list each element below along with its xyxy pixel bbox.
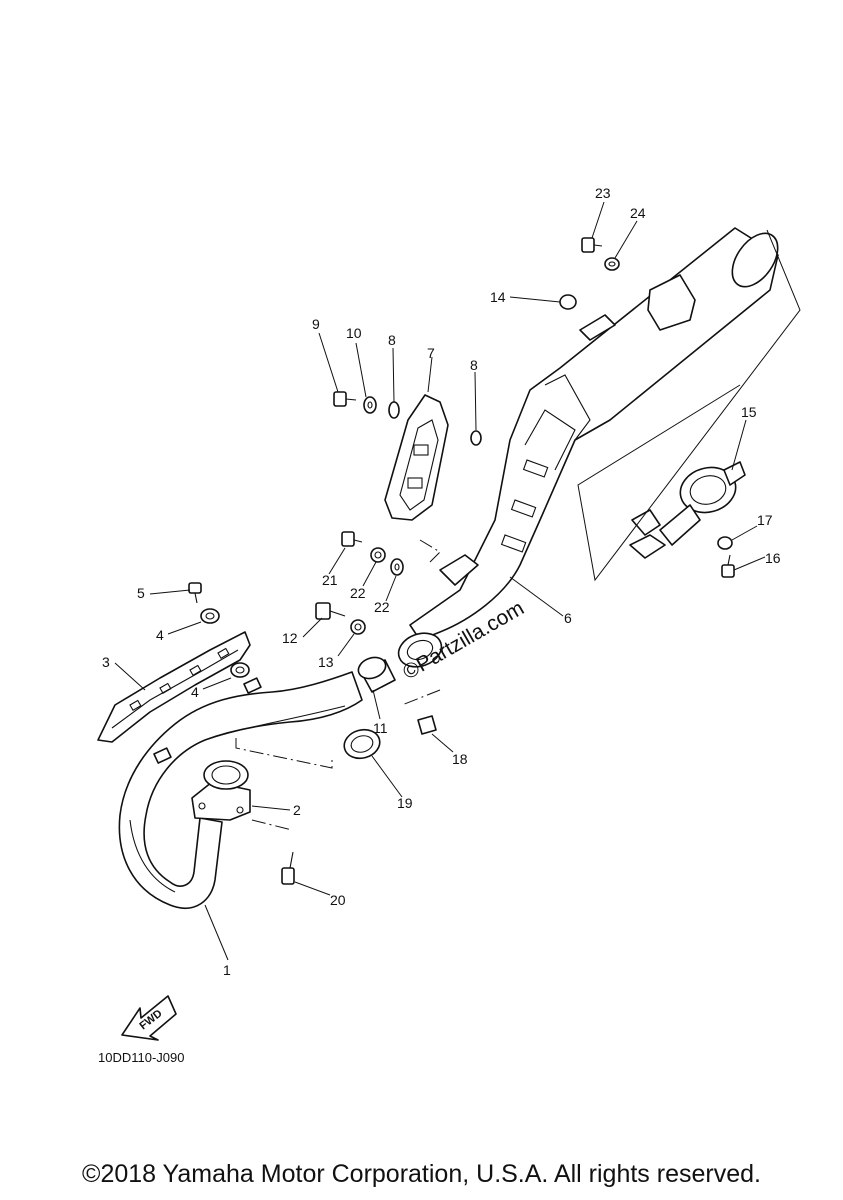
washer-part-13[interactable] [350, 619, 366, 635]
callout-6[interactable]: 6 [564, 610, 572, 626]
callout-22-right[interactable]: 22 [374, 599, 390, 615]
bolt-part-12[interactable] [315, 602, 346, 620]
washer-part-22-left[interactable] [370, 547, 386, 563]
callout-4-upper[interactable]: 4 [156, 627, 164, 643]
bolt-part-21[interactable] [341, 531, 363, 547]
exhaust-pipe-part-1[interactable] [118, 671, 363, 909]
callout-14[interactable]: 14 [490, 289, 506, 305]
callout-19[interactable]: 19 [397, 795, 413, 811]
diagram-code: 10DD110-J090 [98, 1050, 184, 1065]
collar-part-4-upper[interactable] [200, 608, 220, 624]
washer-part-22-right[interactable] [390, 558, 404, 576]
washer-part-10[interactable] [363, 396, 377, 414]
callout-24[interactable]: 24 [630, 205, 646, 221]
bolt-part-23[interactable] [581, 237, 603, 253]
callout-9[interactable]: 9 [312, 316, 320, 332]
callout-7[interactable]: 7 [427, 345, 435, 361]
callout-18[interactable]: 18 [452, 751, 468, 767]
gasket-part-18[interactable] [417, 715, 437, 735]
fwd-arrow-icon: FWD [121, 995, 177, 1041]
washer-part-17[interactable] [717, 536, 733, 550]
muffler-protector-part-7[interactable] [384, 394, 449, 521]
washer-part-8-left[interactable] [388, 401, 400, 419]
callout-13[interactable]: 13 [318, 654, 334, 670]
copyright-notice: ©2018 Yamaha Motor Corporation, U.S.A. A… [82, 1160, 761, 1188]
callout-16[interactable]: 16 [765, 550, 781, 566]
header-protector-part-3[interactable] [97, 631, 262, 764]
muffler-part-6[interactable] [394, 225, 787, 672]
grommet-part-14[interactable] [559, 294, 577, 310]
bolt-part-9[interactable] [333, 391, 357, 407]
bolt-part-5[interactable] [188, 582, 202, 604]
callout-8-right[interactable]: 8 [470, 357, 478, 373]
gasket-part-11[interactable] [355, 654, 396, 693]
washer-part-8-right[interactable] [470, 430, 482, 446]
callout-4-lower[interactable]: 4 [191, 684, 199, 700]
bolt-part-16[interactable] [721, 554, 735, 578]
leader-lines [114, 201, 766, 961]
callout-12[interactable]: 12 [282, 630, 298, 646]
collar-part-4-lower[interactable] [230, 662, 250, 678]
callout-23[interactable]: 23 [595, 185, 611, 201]
gasket-part-19[interactable] [341, 726, 383, 762]
callout-8-left[interactable]: 8 [388, 332, 396, 348]
callout-15[interactable]: 15 [741, 404, 757, 420]
callout-5[interactable]: 5 [137, 585, 145, 601]
washer-part-24[interactable] [604, 257, 620, 271]
callout-numbers: 1 2 3 4 4 5 6 7 8 8 9 10 11 12 13 14 15 … [102, 185, 781, 978]
callout-21[interactable]: 21 [322, 572, 338, 588]
assembly-lines [235, 229, 801, 831]
callout-11[interactable]: 11 [373, 720, 388, 736]
callout-20[interactable]: 20 [330, 892, 346, 908]
bolt-part-20[interactable] [281, 851, 295, 885]
callout-17[interactable]: 17 [757, 512, 773, 528]
callout-1[interactable]: 1 [223, 962, 231, 978]
callout-10[interactable]: 10 [346, 325, 362, 341]
callout-22-left[interactable]: 22 [350, 585, 366, 601]
callout-2[interactable]: 2 [293, 802, 301, 818]
flange-part-2[interactable] [191, 760, 251, 821]
spark-arrester-part-15[interactable] [629, 461, 746, 559]
callout-3[interactable]: 3 [102, 654, 110, 670]
